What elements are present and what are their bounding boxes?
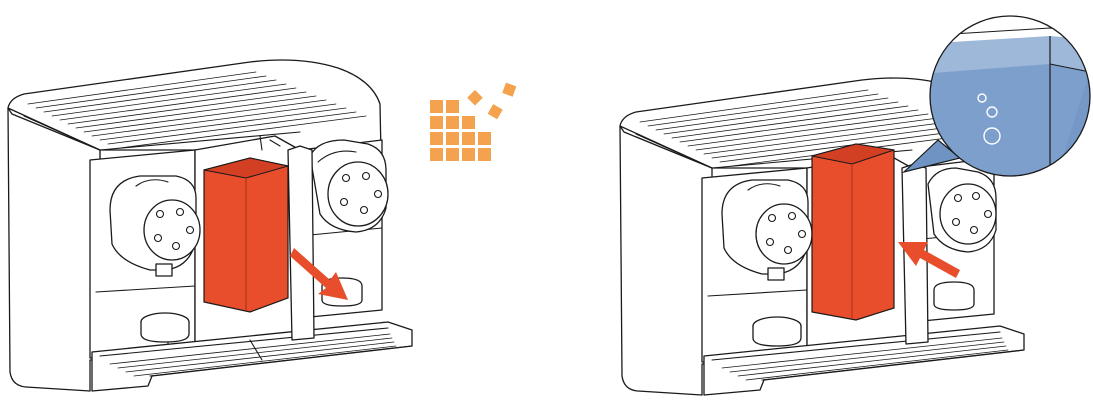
left-machine xyxy=(8,60,412,391)
left-water-tank xyxy=(204,158,288,312)
decalcify-grid-icon xyxy=(430,83,516,161)
right-brew-head-b xyxy=(928,168,996,252)
right-water-tank xyxy=(812,144,894,320)
